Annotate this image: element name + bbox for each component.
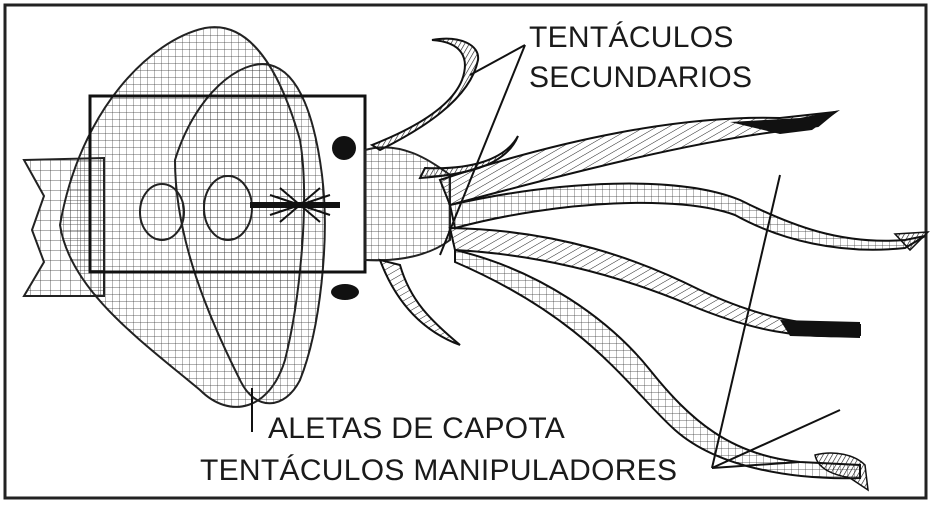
- label-manipulator-tentacles: TENTÁCULOS MANIPULADORES: [200, 455, 677, 487]
- label-hood-fins: ALETAS DE CAPOTA: [268, 413, 565, 445]
- label-secondary-tentacles-line1: TENTÁCULOS: [529, 22, 734, 54]
- arm-base: [365, 147, 450, 260]
- label-secondary-tentacles-line2: SECUNDARIOS: [529, 62, 752, 94]
